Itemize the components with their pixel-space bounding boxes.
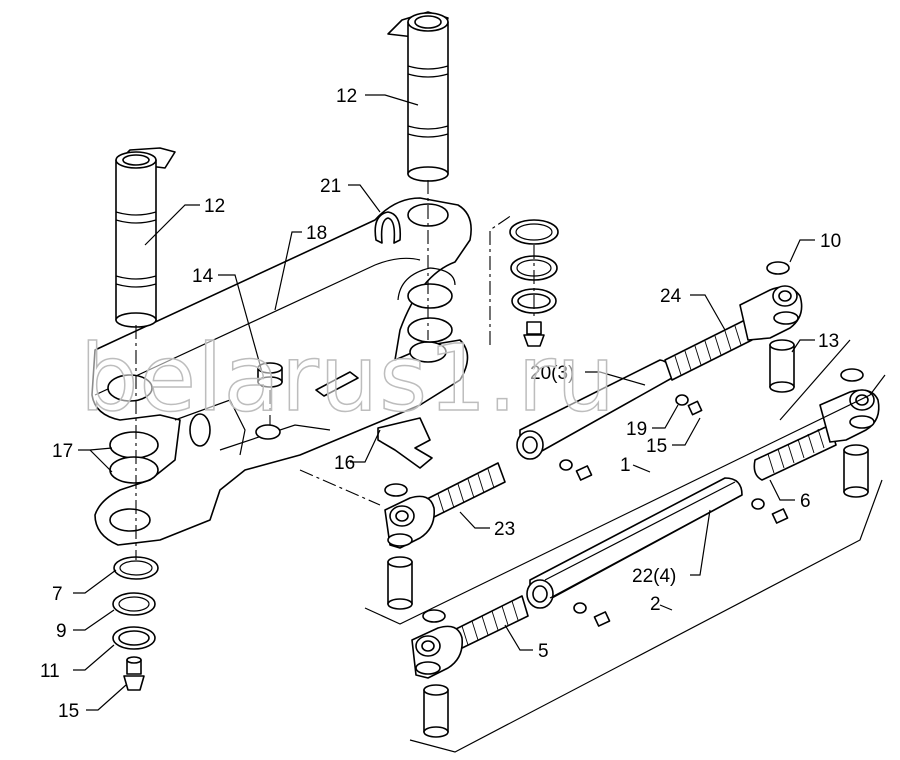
callout-19: 19 (626, 419, 647, 440)
pin-12-left (115, 147, 176, 328)
callout-16: 16 (334, 453, 355, 474)
callout-6: 6 (800, 491, 811, 512)
callout-11: 11 (40, 661, 60, 682)
callout-21: 21 (320, 176, 341, 197)
callout-9: 9 (56, 621, 67, 642)
callout-14: 14 (192, 266, 214, 287)
pin-12-right (387, 11, 449, 182)
bracket-16 (377, 417, 433, 469)
washer-stack-left (112, 556, 159, 691)
rod-23 (384, 462, 506, 610)
bushing-14 (257, 362, 283, 388)
callout-5: 5 (538, 641, 549, 662)
center-lines (135, 180, 535, 560)
callout-15-lower: 15 (58, 701, 79, 722)
assembly-brackets (364, 339, 886, 753)
callout-7: 7 (52, 584, 63, 605)
rings-17 (109, 431, 159, 484)
callout-1: 1 (620, 455, 631, 476)
tie-rod-upper (516, 261, 803, 481)
callout-23: 23 (494, 519, 515, 540)
callout-labels: 12 12 21 18 14 10 24 13 20(3) 19 15 1 17… (40, 86, 841, 722)
callout-22-4: 22(4) (632, 566, 676, 587)
rod-5 (411, 595, 529, 738)
callout-20-3: 20(3) (530, 363, 574, 384)
callout-17: 17 (52, 441, 73, 462)
callout-18: 18 (306, 223, 327, 244)
callout-2: 2 (650, 594, 661, 615)
tie-rod-lower (526, 477, 789, 627)
rod-6 (753, 368, 880, 498)
callout-12-top: 12 (336, 86, 357, 107)
leader-lines (73, 94, 815, 711)
callout-13: 13 (818, 331, 839, 352)
watermark: belarus1.ru (80, 325, 616, 432)
clip-21 (374, 211, 402, 244)
callout-10: 10 (820, 231, 841, 252)
plate-small (315, 371, 359, 397)
callout-15-upper: 15 (646, 436, 667, 457)
callout-12-left: 12 (204, 196, 225, 217)
callout-24: 24 (660, 286, 682, 307)
